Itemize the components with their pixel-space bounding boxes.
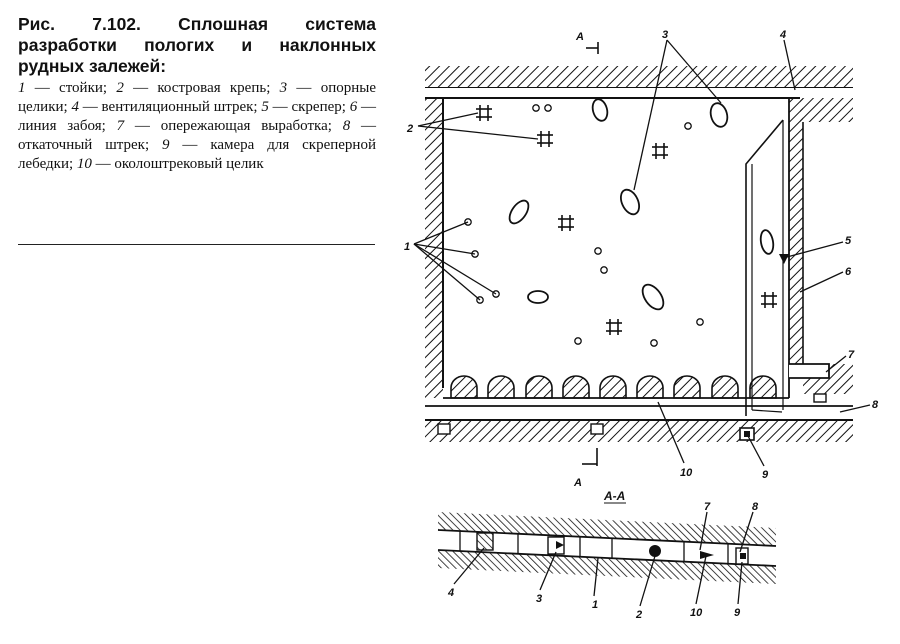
legend-text: — откаточный штрек;: [18, 118, 377, 153]
post: [532, 104, 540, 112]
legend-number: 2: [116, 80, 124, 96]
post: [594, 247, 602, 255]
ventilation-drift: [425, 88, 853, 98]
section-floor: [438, 550, 776, 584]
roadside-pillar: [487, 375, 515, 399]
plan-label-7: 7: [848, 349, 855, 361]
legend-number: 4: [71, 99, 79, 115]
plan-label-2: 2: [406, 123, 413, 135]
plan-labels: 1 2 3 4 5 6 7 8 9 10: [404, 29, 879, 481]
legend-number: 5: [261, 99, 269, 115]
section-label-9: 9: [734, 607, 741, 619]
bottom-rock-band: [425, 420, 853, 442]
section-leaders: [453, 511, 754, 607]
legend-number: 9: [162, 137, 170, 153]
crib-support: [652, 143, 668, 159]
section-label-7: 7: [704, 501, 711, 513]
plan-label-6: 6: [845, 266, 852, 278]
post: [544, 104, 552, 112]
crib-support: [606, 319, 622, 335]
legend-text: — стойки;: [25, 80, 117, 96]
plan-label-8: 8: [872, 399, 879, 411]
roadside-pillar: [599, 375, 627, 399]
roadside-pillar: [562, 375, 590, 399]
legend-number: 8: [342, 118, 351, 134]
section-label-2: 2: [635, 609, 642, 621]
left-wall: [425, 98, 443, 398]
plan-view: А А: [404, 29, 879, 489]
scraper-rope: [745, 119, 784, 416]
caption-title: Рис. 7.102. Сплошная система разработки …: [18, 14, 376, 77]
plan-label-9: 9: [762, 469, 769, 481]
legend-number: 6: [349, 99, 358, 115]
legend-number: 7: [116, 118, 125, 134]
legend-text: — вентиляционный штрек;: [78, 99, 262, 115]
legend-number: 10: [76, 156, 92, 172]
post: [650, 339, 658, 347]
roadside-pillar: [673, 375, 701, 399]
section-view: А-А: [437, 489, 777, 621]
roadside-pillars: [450, 375, 777, 399]
legend-text: — линия забоя;: [18, 99, 377, 134]
plan-label-4: 4: [779, 29, 786, 41]
legend-number: 3: [279, 80, 288, 96]
figure-title: Сплошная система разработки пологих и на…: [18, 14, 376, 76]
section-roof: [438, 512, 776, 546]
scraper: [779, 254, 789, 264]
section-label-3: 3: [536, 593, 542, 605]
plan-label-10: 10: [680, 467, 693, 479]
crib-support: [761, 292, 777, 308]
roadside-pillar: [711, 375, 739, 399]
crib-support: [558, 215, 574, 231]
plan-leaders: [413, 39, 871, 467]
section-mark-top-label: А: [575, 31, 584, 43]
plan-label-5: 5: [845, 235, 852, 247]
top-rock-band: [425, 66, 853, 88]
caption-divider: [18, 244, 375, 245]
section-label-10: 10: [690, 607, 703, 619]
roadside-pillar: [525, 375, 553, 399]
support-pillars: [508, 98, 775, 311]
legend-text: — околоштрековый целик: [91, 156, 264, 172]
section-label-4: 4: [447, 587, 454, 599]
crib-supports: [476, 105, 777, 335]
post: [600, 266, 608, 274]
legend-text: — скрепер;: [268, 99, 350, 115]
posts: [464, 104, 704, 347]
legend-number: 1: [18, 80, 26, 96]
plan-label-3: 3: [662, 29, 668, 41]
section-mark-bottom: А: [573, 448, 598, 489]
legend-text: — опорные целики;: [18, 80, 376, 115]
figure-label: Рис. 7.102.: [18, 14, 141, 34]
legend-text: — костровая крепь;: [123, 80, 280, 96]
post: [684, 122, 692, 130]
plan-label-1: 1: [404, 241, 410, 253]
legend-text: — камера для скреперной лебедки;: [18, 137, 376, 172]
right-wall: [789, 98, 803, 364]
section-label-1: 1: [592, 599, 598, 611]
roadside-pillar: [636, 375, 664, 399]
right-rock-upper: [800, 98, 853, 122]
section-labels: 4 3 1 2 10 7 8 9: [447, 501, 759, 621]
advance-working: [789, 364, 829, 378]
section-title: А-А: [603, 489, 625, 503]
legend-text: — опережающая выработка;: [124, 118, 343, 134]
section-mark-bottom-label: А: [573, 477, 582, 489]
roadside-pillar: [749, 375, 777, 399]
haulage-block: [813, 393, 827, 403]
crib-support: [537, 131, 553, 147]
post: [574, 337, 582, 345]
section-mark-top: А: [575, 31, 599, 54]
post: [696, 318, 704, 326]
section-label-8: 8: [752, 501, 759, 513]
figure-caption: Рис. 7.102. Сплошная система разработки …: [18, 14, 376, 174]
caption-legend: 1 — стойки; 2 — костровая крепь; 3 — опо…: [18, 79, 376, 174]
crib-support: [476, 105, 492, 121]
roadside-pillar: [450, 375, 478, 399]
